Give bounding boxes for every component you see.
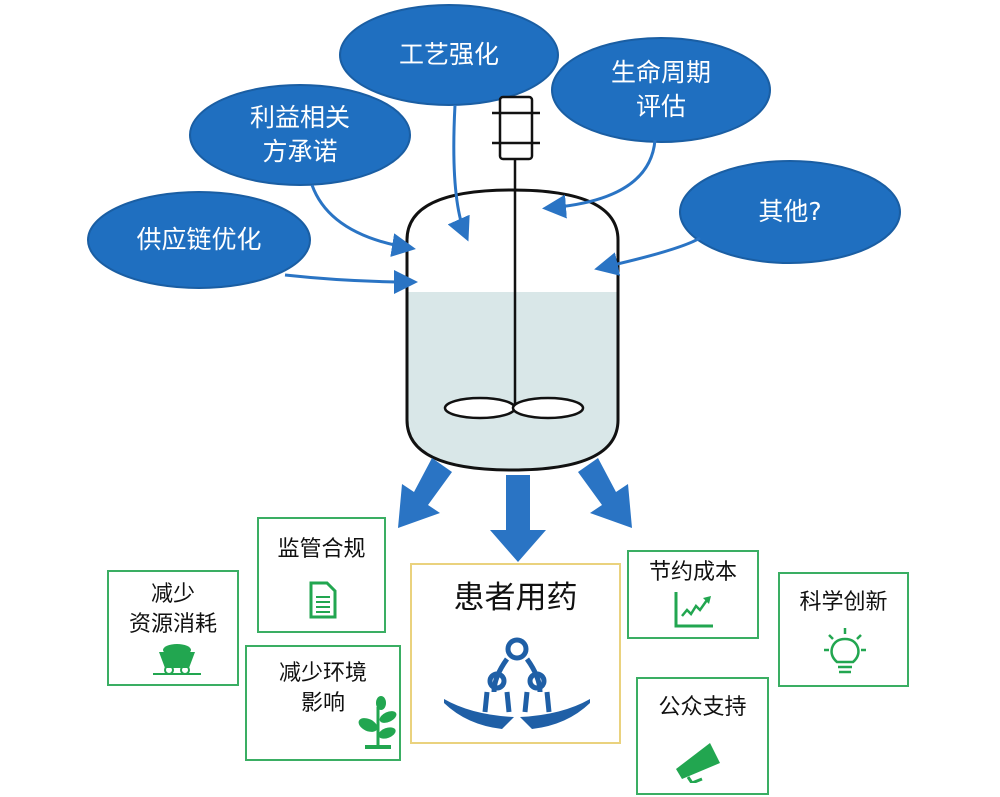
input-other: 其他?: [680, 161, 900, 263]
bubble-other: [679, 160, 901, 264]
outcome-cost: 节约成本: [627, 550, 759, 639]
outcome-regulatory: 监管合规: [257, 517, 386, 633]
arrow-stakeholder: [310, 184, 416, 257]
outcome-label: 监管合规: [277, 537, 366, 562]
agitator: [443, 95, 585, 420]
input-label: 工艺强化: [398, 40, 499, 69]
outcome-label: 减少环境: [278, 661, 367, 686]
arrow-lifecycle: [542, 139, 657, 219]
outcome-environment: 减少环境 影响: [245, 645, 401, 761]
outcome-label: 影响: [300, 691, 345, 716]
bubble-supply: [87, 191, 311, 289]
input-label: 评估: [635, 92, 686, 121]
outcome-label: 节约成本: [648, 560, 737, 585]
outcome-label: 资源消耗: [128, 612, 217, 637]
outcome-label: 减少: [150, 582, 195, 607]
input-supply: 供应链优化: [88, 192, 310, 288]
lightbulb-icon: [824, 628, 866, 674]
block-arrow-left: [398, 458, 452, 528]
block-arrow-right: [578, 458, 632, 528]
input-label: 方承诺: [262, 137, 338, 166]
outcome-center-label: 患者用药: [453, 580, 578, 616]
megaphone-icon: [676, 743, 720, 783]
bubble-process: [339, 4, 559, 106]
input-lifecycle: 生命周期 评估: [552, 38, 770, 142]
rising-chart-icon: [674, 592, 713, 628]
outcome-label: 公众支持: [658, 695, 747, 720]
bubble-lifecycle: [551, 37, 771, 143]
document-icon: [309, 581, 337, 619]
outcome-label: 科学创新: [799, 590, 888, 615]
bubble-stakeholder: [189, 84, 411, 186]
outcome-public: 公众支持: [636, 677, 769, 795]
outcome-patients: 患者用药: [410, 563, 621, 744]
input-label: 供应链优化: [136, 225, 262, 254]
input-label: 生命周期: [610, 58, 711, 87]
tank-liquid: [407, 292, 618, 470]
outcome-science: 科学创新: [778, 572, 909, 687]
outcome-resource: 减少 资源消耗: [107, 570, 239, 686]
sprout-icon: [358, 696, 397, 749]
arrow-other: [594, 236, 701, 276]
input-label: 利益相关: [249, 103, 350, 132]
mine-cart-icon: [153, 644, 201, 675]
input-stakeholder: 利益相关 方承诺: [190, 85, 410, 185]
block-arrow-center: [490, 475, 546, 562]
reactor-tank: [405, 188, 620, 472]
arrow-process: [447, 104, 470, 242]
patients-in-hands-icon: [444, 637, 590, 729]
input-label: 其他?: [758, 197, 822, 226]
input-process: 工艺强化: [340, 5, 558, 105]
arrow-supply: [284, 269, 418, 294]
